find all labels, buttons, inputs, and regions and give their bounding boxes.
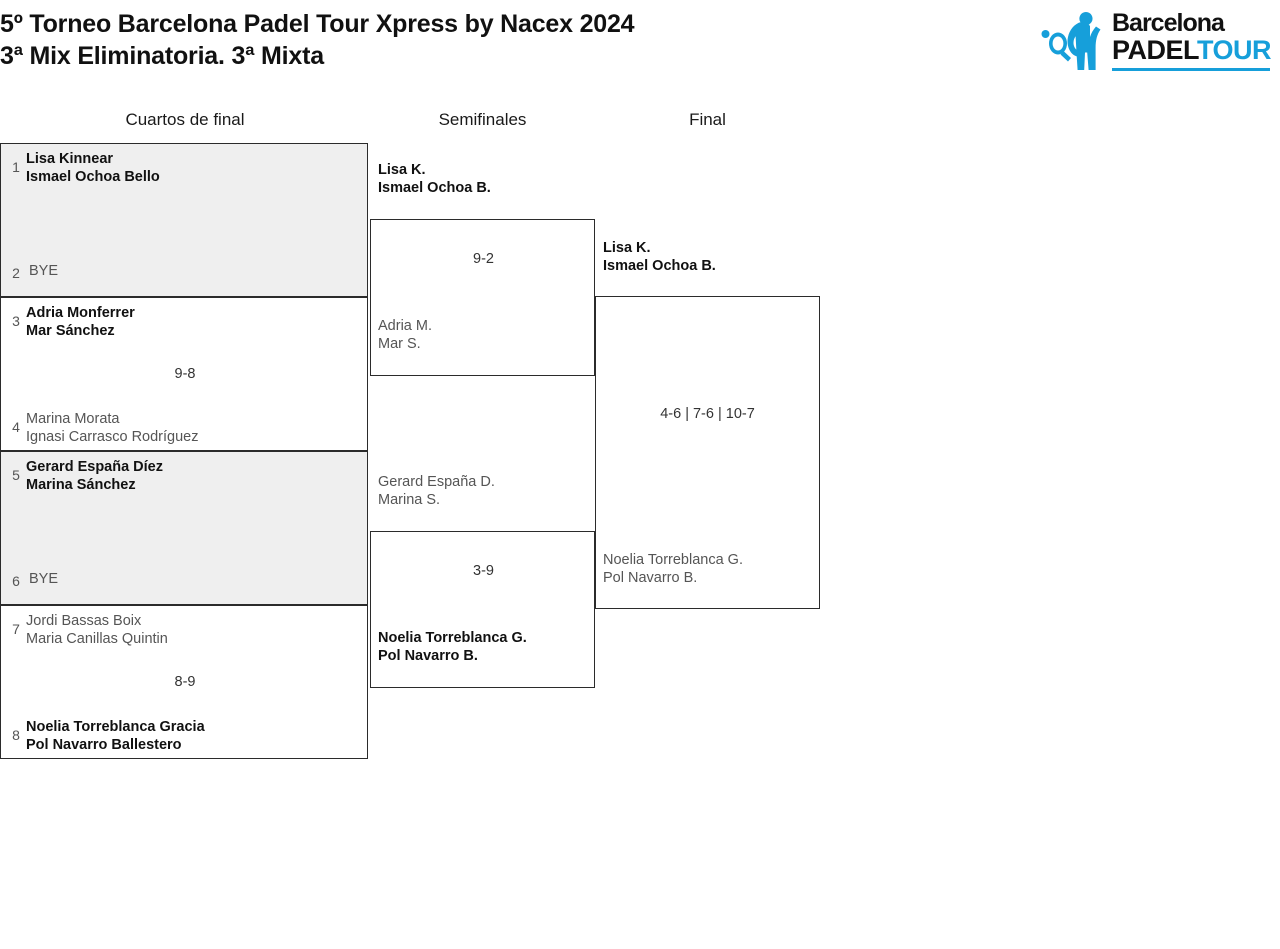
player-name: Gerard España Díez <box>26 459 163 475</box>
final-match-box[interactable] <box>595 296 820 609</box>
bye-label: BYE <box>29 571 59 587</box>
player-name: Noelia Torreblanca Gracia <box>26 719 205 735</box>
player-name: Pol Navarro B. <box>603 570 698 586</box>
player-name: Ignasi Carrasco Rodríguez <box>26 429 199 445</box>
seed-number: 6 <box>12 573 20 589</box>
seed-number: 7 <box>12 621 20 637</box>
round-header-final: Final <box>689 110 726 129</box>
team-entry[interactable]: Gerard España D. Marina S. <box>378 473 593 509</box>
padel-player-icon <box>1041 12 1101 70</box>
bye-label: BYE <box>29 263 59 279</box>
match-score: 8-9 <box>174 674 196 690</box>
player-name: Ismael Ochoa Bello <box>26 169 160 185</box>
player-name: Jordi Bassas Boix <box>26 613 142 629</box>
team-entry[interactable]: Gerard España Díez Marina Sánchez <box>26 458 356 494</box>
player-name: Adria Monferrer <box>26 305 135 321</box>
logo-word-padel: PADEL <box>1112 35 1198 65</box>
player-name: Ismael Ochoa B. <box>603 258 716 274</box>
title-block: 5º Torneo Barcelona Padel Tour Xpress by… <box>0 8 900 72</box>
logo-word-tour: TOUR <box>1197 35 1272 65</box>
player-name: Marina S. <box>378 492 441 508</box>
match-score: 3-9 <box>473 563 494 579</box>
player-name: Mar S. <box>378 336 421 352</box>
page-title: 5º Torneo Barcelona Padel Tour Xpress by… <box>0 10 635 38</box>
seed-number: 4 <box>12 419 20 435</box>
match-score: 9-8 <box>174 366 196 382</box>
player-name: Lisa K. <box>378 162 426 178</box>
quarterfinal-match-4[interactable]: 7 Jordi Bassas Boix Maria Canillas Quint… <box>0 605 368 759</box>
player-name: Pol Navarro Ballestero <box>26 737 182 753</box>
team-entry[interactable]: Jordi Bassas Boix Maria Canillas Quintin <box>26 612 356 648</box>
player-name: Noelia Torreblanca G. <box>378 630 527 646</box>
seed-number: 2 <box>12 265 20 281</box>
round-header-semifinals: Semifinales <box>438 110 527 129</box>
seed-number: 3 <box>12 313 20 329</box>
player-name: Marina Sánchez <box>26 477 136 493</box>
team-entry[interactable]: Adria Monferrer Mar Sánchez <box>26 304 356 340</box>
semifinal-match-2-box[interactable]: 3-9 <box>370 531 595 688</box>
player-name: Mar Sánchez <box>26 323 115 339</box>
player-name: Pol Navarro B. <box>378 648 478 664</box>
round-header-quarterfinals: Cuartos de final <box>125 110 245 129</box>
semifinal-match-1-box[interactable]: 9-2 <box>370 219 595 376</box>
team-entry[interactable]: Marina Morata Ignasi Carrasco Rodríguez <box>26 410 356 446</box>
match-score: 4-6 | 7-6 | 10-7 <box>660 406 755 422</box>
quarterfinal-match-2[interactable]: 3 Adria Monferrer Mar Sánchez 4 Marina M… <box>0 297 368 451</box>
barcelona-padel-tour-logo: Barcelona PADELTOUR <box>1040 6 1272 78</box>
seed-number: 5 <box>12 467 20 483</box>
team-entry[interactable]: Lisa K. Ismael Ochoa B. <box>603 239 818 275</box>
team-entry[interactable]: Noelia Torreblanca Gracia Pol Navarro Ba… <box>26 718 356 754</box>
seed-number: 1 <box>12 159 20 175</box>
quarterfinal-match-1[interactable]: 1 Lisa Kinnear Ismael Ochoa Bello 2 BYE <box>0 143 368 297</box>
page-subtitle: 3ª Mix Eliminatoria. 3ª Mixta <box>0 42 324 70</box>
logo-word-barcelona: Barcelona <box>1112 9 1225 37</box>
quarterfinal-match-3[interactable]: 5 Gerard España Díez Marina Sánchez 6 BY… <box>0 451 368 605</box>
player-name: Gerard España D. <box>378 474 495 490</box>
team-entry[interactable]: Adria M. Mar S. <box>378 317 593 353</box>
seed-number: 8 <box>12 727 20 743</box>
team-entry[interactable]: Noelia Torreblanca G. Pol Navarro B. <box>603 551 818 587</box>
page-header: 5º Torneo Barcelona Padel Tour Xpress by… <box>0 0 1280 92</box>
player-name: Maria Canillas Quintin <box>26 631 168 647</box>
player-name: Noelia Torreblanca G. <box>603 552 743 568</box>
logo-underline <box>1112 68 1270 71</box>
player-name: Ismael Ochoa B. <box>378 180 491 196</box>
team-entry[interactable]: Lisa K. Ismael Ochoa B. <box>378 161 593 197</box>
match-score: 9-2 <box>473 251 494 267</box>
player-name: Adria M. <box>378 318 432 334</box>
player-name: Lisa K. <box>603 240 651 256</box>
player-name: Marina Morata <box>26 411 120 427</box>
team-entry[interactable]: Noelia Torreblanca G. Pol Navarro B. <box>378 629 593 665</box>
team-entry[interactable]: Lisa Kinnear Ismael Ochoa Bello <box>26 150 356 186</box>
player-name: Lisa Kinnear <box>26 151 114 167</box>
logo-wordmark: Barcelona PADELTOUR <box>1112 10 1272 64</box>
